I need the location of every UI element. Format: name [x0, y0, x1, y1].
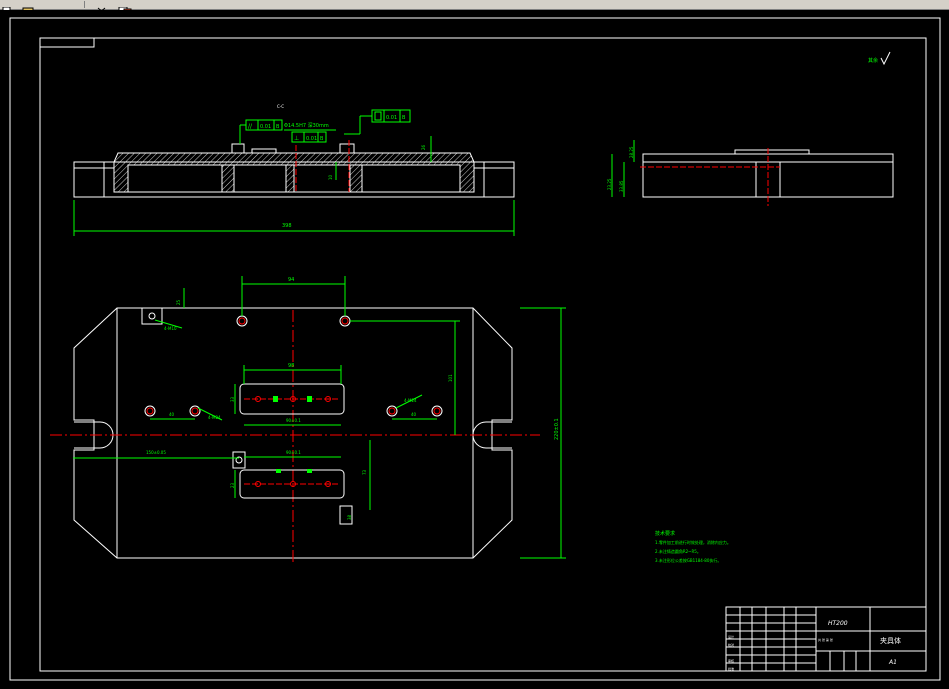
code-box	[39, 37, 95, 48]
dim-plan-slot-spacing: 98	[288, 363, 294, 369]
hole-callout-left: 4-M24	[208, 415, 221, 420]
dim-plan-small-73: 73	[362, 469, 367, 475]
section-label: C-C	[277, 104, 284, 109]
dim-plan-side-40-left: 40	[169, 412, 175, 417]
tol-parallel: 0.01	[260, 124, 271, 130]
dim-plan-small-33: 33	[230, 396, 235, 402]
tech-req-3: 3.未注形位公差按GB1184-80执行。	[655, 557, 721, 563]
hole-callout-top: Φ14.5H7 深30mm	[284, 122, 329, 129]
inner-frame	[39, 37, 927, 672]
dim-plan-slot-w2: 90±0.1	[286, 450, 301, 455]
title-scale: A1	[888, 659, 897, 666]
dim-plan-small-25: 25	[176, 299, 181, 305]
dim-side-h1: 23.25	[607, 178, 612, 190]
title-row-check: 校对	[728, 642, 734, 647]
hole-callout-right: 4-M24	[404, 398, 417, 403]
dim-plan-slot-w1: 90±0.1	[286, 418, 301, 423]
title-block	[725, 606, 927, 672]
toolbar	[0, 0, 949, 16]
section-view-top: C-C 398 26 10	[73, 104, 515, 236]
title-sheet-info: 共 张 第 张	[818, 637, 833, 642]
roughness-label: 其余	[868, 57, 878, 64]
title-row-design: 设计	[728, 634, 734, 639]
title-row-review: 审核	[728, 658, 734, 663]
title-material: HT200	[828, 620, 848, 627]
tech-req-title: 技术要求	[655, 530, 675, 537]
plan-slot-top	[239, 383, 345, 415]
side-view: 23.25 33.85 28.25	[607, 140, 894, 206]
dim-plan-small-38: 38	[347, 514, 352, 520]
tol-datum-3: B	[402, 115, 406, 121]
tol-flat: 0.01	[386, 115, 397, 121]
tol-datum-1: B	[276, 124, 280, 130]
open-icon[interactable]	[22, 0, 34, 16]
dim-plan-side-40-right: 40	[411, 412, 417, 417]
dim-top-height-a: 26	[421, 144, 426, 150]
hole-callout-top: 4-M10	[164, 326, 177, 331]
dim-overall-top: 398	[282, 223, 292, 229]
plan-slot-bottom	[239, 469, 345, 499]
dim-side-h3: 28.25	[629, 146, 634, 158]
toolbar-separator	[84, 1, 85, 8]
svg-text://: //	[248, 123, 253, 130]
dim-plan-overall-height: 220±0.1	[554, 418, 560, 440]
svg-text:⊥: ⊥	[294, 135, 299, 142]
cad-drawing: 其余 C-C 398 26	[9, 17, 941, 681]
tech-req-1: 1.零件加工前进行时效处理，消除内应力。	[655, 539, 731, 545]
tech-req-2: 2.未注铸造圆角R2~R5。	[655, 548, 701, 554]
dim-plan-small-23: 23	[230, 482, 235, 488]
dim-side-h2: 33.85	[619, 180, 624, 192]
title-part-name: 夹具体	[880, 636, 901, 645]
paste-icon[interactable]	[118, 0, 132, 16]
plan-view: 94 98 90±0.1 90±0.1 33 23 101 73 38 150±…	[50, 276, 566, 565]
dim-plan-width-left: 150±0.05	[146, 450, 166, 455]
dim-plan-height-right: 101	[448, 374, 453, 382]
roughness-check-icon	[880, 51, 891, 66]
dim-plan-top-spacing: 94	[288, 277, 294, 283]
tech-requirements: 技术要求 1.零件加工前进行时效处理，消除内应力。 2.未注铸造圆角R2~R5。…	[655, 530, 731, 563]
tol-perp: 0.01	[306, 136, 317, 142]
outer-frame	[9, 17, 941, 681]
tol-datum-2: B	[320, 136, 324, 142]
dim-top-height-b: 10	[328, 174, 333, 180]
cad-drawing-canvas[interactable]: 其余 C-C 398 26	[0, 10, 949, 685]
title-row-approve: 批准	[728, 666, 734, 671]
new-icon[interactable]	[2, 0, 14, 16]
cut-icon[interactable]	[96, 0, 108, 15]
